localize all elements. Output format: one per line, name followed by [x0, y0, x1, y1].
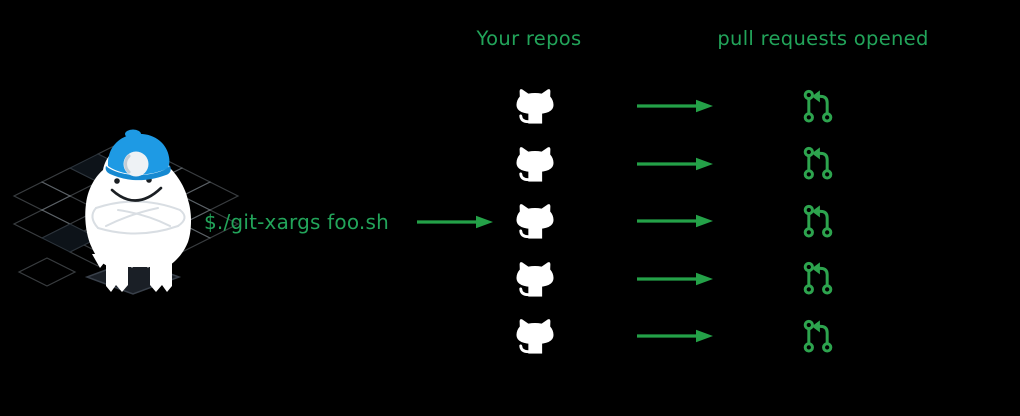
git-pull-request-icon [803, 261, 833, 295]
right-arrow-icon [637, 214, 713, 228]
repo-row [512, 317, 558, 355]
github-octocat-icon [516, 204, 554, 239]
pull-request-row [801, 260, 835, 298]
repo-row [512, 260, 558, 298]
yeti-mascot-with-blue-hard-hat [13, 129, 239, 295]
yeti-crossed-arms [91, 200, 186, 235]
right-arrow-icon [637, 99, 713, 113]
right-arrow-icon [417, 215, 493, 229]
git-pull-request-icon [803, 319, 833, 353]
github-octocat-icon [516, 261, 554, 297]
heading-your-repos: Your repos [476, 27, 582, 50]
github-octocat-icon [516, 89, 554, 124]
arrow-row [636, 202, 714, 240]
arrow-column [636, 87, 714, 355]
right-arrow-icon [637, 157, 713, 170]
arrow-row [636, 145, 714, 183]
command-text: $./git-xargs foo.sh [204, 210, 389, 234]
pull-request-row [801, 87, 835, 125]
pull-request-row [801, 145, 835, 183]
git-pull-request-icon [803, 204, 833, 238]
git-pull-request-icon [803, 89, 833, 123]
pull-request-icon-column [801, 87, 835, 355]
hard-hat-icon [105, 129, 171, 181]
arrow-row [636, 260, 714, 298]
yeti-fur-hem [92, 254, 172, 268]
github-octocat-icon [516, 319, 554, 354]
repo-row [512, 145, 558, 183]
right-arrow-icon [637, 329, 713, 343]
repo-row [512, 87, 558, 125]
right-arrow-icon [637, 272, 713, 285]
heading-pull-requests-opened: pull requests opened [717, 27, 929, 50]
repo-icon-column [512, 87, 558, 355]
repo-row [512, 202, 558, 240]
arrow-row [636, 87, 714, 125]
pull-request-row [801, 317, 835, 355]
arrow-row [636, 317, 714, 355]
headlamp-icon [123, 151, 149, 177]
git-pull-request-icon [803, 146, 833, 180]
pull-request-row [801, 202, 835, 240]
github-octocat-icon [516, 146, 554, 182]
